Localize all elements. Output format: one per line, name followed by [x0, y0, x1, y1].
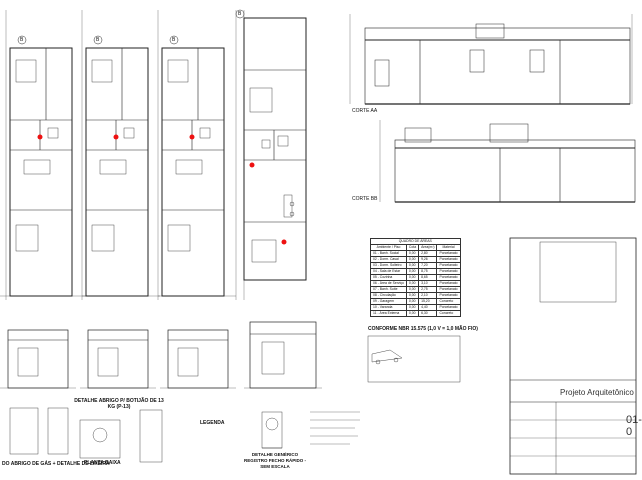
- section-aa: [349, 14, 633, 105]
- axis-bubble-label: B: [96, 37, 100, 43]
- axis-bubble-label: B: [238, 11, 242, 17]
- table-cell: Porcelanato: [436, 286, 461, 293]
- detail-title-registro: DETALHE GENÉRICO REGISTRO FECHO RÁPIDO -…: [243, 452, 306, 469]
- detail-title-planta-baixa: PLANTA BAIXA: [84, 460, 121, 466]
- table-header: Área(m²): [418, 244, 438, 251]
- sheet-number: 01-0: [626, 414, 642, 438]
- gas-shelter-details: [9, 407, 163, 463]
- axis-bubbles: [17, 9, 245, 45]
- section-bb-label: CORTE BB: [352, 196, 378, 202]
- floor-plan-unit-1: [0, 47, 90, 297]
- facade-1: [0, 329, 76, 389]
- axis-bubble-label: B: [20, 37, 24, 43]
- garage-detail: [367, 335, 461, 383]
- generic-register-detail: [261, 411, 283, 449]
- table-cell: 06 - Área de Serviço: [370, 280, 407, 287]
- facade-2: [80, 329, 156, 389]
- table-cell: Concreto: [436, 310, 461, 317]
- notes-block: [310, 411, 360, 445]
- table-cell: 03 - Dorm. Solteiro: [370, 262, 407, 269]
- section-bb: [379, 120, 636, 203]
- table-cell: 6,30: [418, 310, 438, 317]
- facade-4: [244, 321, 322, 389]
- floor-plan-unit-2: [82, 47, 160, 297]
- table-cell: Porcelanato: [436, 304, 461, 311]
- sheet-label: Projeto Arquitetônico: [560, 388, 634, 397]
- axis-bubble-label: B: [172, 37, 176, 43]
- table-cell: Porcelanato: [436, 250, 461, 257]
- areas-table: QUADRO DE ÁREAS Ambiente / Piso Cota Áre…: [370, 238, 461, 317]
- table-cell: Porcelanato: [436, 268, 461, 275]
- table-cell: Porcelanato: [436, 280, 461, 287]
- table-cell: Porcelanato: [436, 292, 461, 299]
- conforme-note: CONFORME NBR 15.575 (1,0 V = 1,0 MÃO FIO…: [368, 326, 478, 332]
- detail-title-abrigo: DETALHE ABRIGO P/ BOTIJÃO DE 13 KG (P-13…: [74, 398, 164, 410]
- table-cell: Porcelanato: [436, 274, 461, 281]
- table-cell: 11 - Área Externa: [370, 310, 407, 317]
- dimension-lines: [5, 10, 245, 300]
- detail-title-lixeira: DO ABRIGO DE GÁS + DETALHE DE LIXEIRA: [2, 461, 110, 467]
- detailed-floor-plan: [243, 17, 307, 281]
- table-cell: 0,00: [405, 310, 420, 317]
- table-cell: Porcelanato: [436, 262, 461, 269]
- table-cell: Porcelanato: [436, 256, 461, 263]
- section-aa-label: CORTE AA: [352, 108, 378, 114]
- legend-title: LEGENDA: [200, 420, 225, 426]
- title-block: [509, 237, 637, 475]
- facade-3: [160, 329, 236, 389]
- floor-plan-unit-3: [158, 47, 236, 297]
